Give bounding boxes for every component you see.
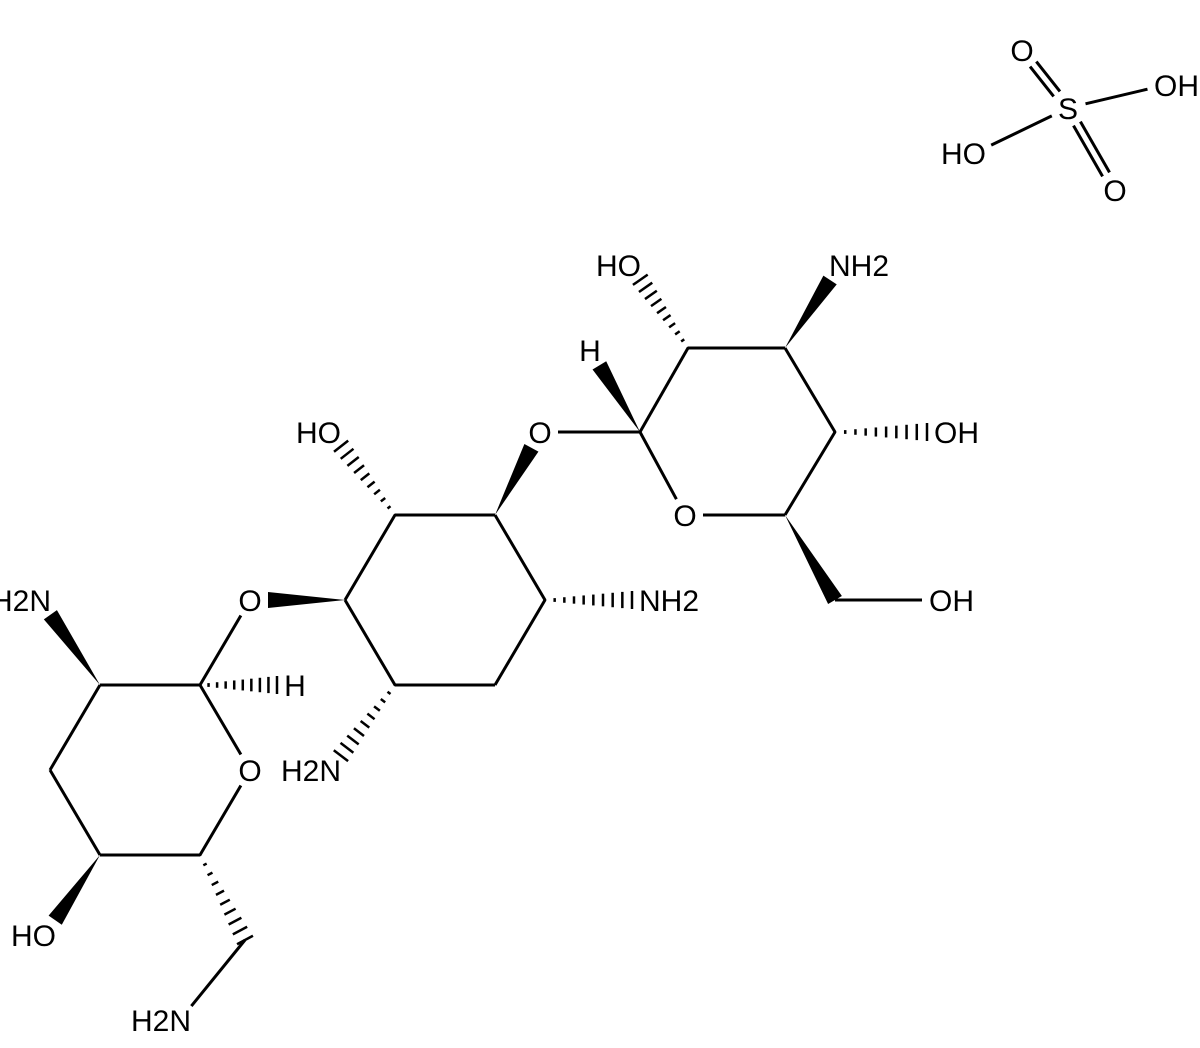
atom-label-middle-H2N-bottom: H2N xyxy=(281,755,341,788)
atom-label-right-C1-H: H xyxy=(579,335,601,368)
bond-l5-lO xyxy=(198,784,243,856)
bond-r1-rH-wedge xyxy=(592,361,640,432)
atom-label-left-C1-H: H xyxy=(284,670,306,703)
bond-l1-gO2 xyxy=(198,614,243,686)
atom-label-glycosidic-O-upper: O xyxy=(528,417,551,450)
bond-m6-m1 xyxy=(493,514,547,601)
atom-label-right-C2-HO: HO xyxy=(596,250,641,283)
atom-label-right-C4-OH: OH xyxy=(934,417,979,450)
bond-l1-lH-hash xyxy=(198,676,279,694)
bond-l2-lN-wedge xyxy=(43,610,100,685)
bond-S-sO2 xyxy=(1085,87,1148,106)
bond-l5-lC6-hash xyxy=(198,853,254,946)
bond-r2-rHO-hash xyxy=(632,273,690,350)
atom-label-sulfate-O-top: O xyxy=(1010,35,1033,68)
bond-m1-gO1-wedge xyxy=(495,444,539,515)
atom-label-sulfate-HO-left: HO xyxy=(941,138,986,171)
bond-m2-mHO-hash xyxy=(333,439,397,517)
bond-l3-l4 xyxy=(48,769,102,856)
bond-m6-mN6-hash xyxy=(543,591,634,609)
bond-r4-r5 xyxy=(783,431,837,516)
bond-m5-m6 xyxy=(493,599,547,686)
bond-r3-rN-wedge xyxy=(785,275,837,348)
atom-label-right-ring-O: O xyxy=(673,500,696,533)
atom-label-left-HO: HO xyxy=(11,920,56,953)
bond-r4-rOH-hash xyxy=(833,423,929,441)
bond-S-sO3 xyxy=(990,114,1053,147)
atom-label-left-ring-O: O xyxy=(238,755,261,788)
atom-label-middle-NH2-right: NH2 xyxy=(639,585,699,618)
atom-label-S: S xyxy=(1058,93,1078,126)
atom-label-left-CH2-H2N: H2N xyxy=(131,1005,191,1038)
bond-m3-gO2-wedge xyxy=(268,592,345,608)
atom-label-left-H2N: H2N xyxy=(0,585,51,618)
bond-m3-m4 xyxy=(343,599,397,686)
atom-label-right-C3-NH2: NH2 xyxy=(829,250,889,283)
bond-r3-r4 xyxy=(783,347,837,433)
bond-m2-m3 xyxy=(343,514,397,601)
atom-label-sulfate-O-bottom: O xyxy=(1103,175,1126,208)
atom-label-glycosidic-O-lower: O xyxy=(238,585,261,618)
bond-r1-r2 xyxy=(638,347,690,433)
bond-lO-l1 xyxy=(198,684,243,756)
bond-S-sO4-double xyxy=(1072,120,1111,178)
bond-rO-r1 xyxy=(638,431,678,500)
bond-l4-lHO-wedge xyxy=(48,855,100,925)
atom-label-middle-HO: HO xyxy=(296,417,341,450)
bond-S-sO1-double xyxy=(1028,60,1062,98)
bond-l2-l3 xyxy=(48,684,102,771)
bond-r5-rC6-wedge xyxy=(785,515,842,605)
atom-label-sulfate-OH-right: OH xyxy=(1154,70,1199,103)
bond-m4-mN4-hash xyxy=(333,683,397,763)
bond-lC6-lN6 xyxy=(190,939,247,1007)
atom-label-right-C6-OH: OH xyxy=(929,585,974,618)
